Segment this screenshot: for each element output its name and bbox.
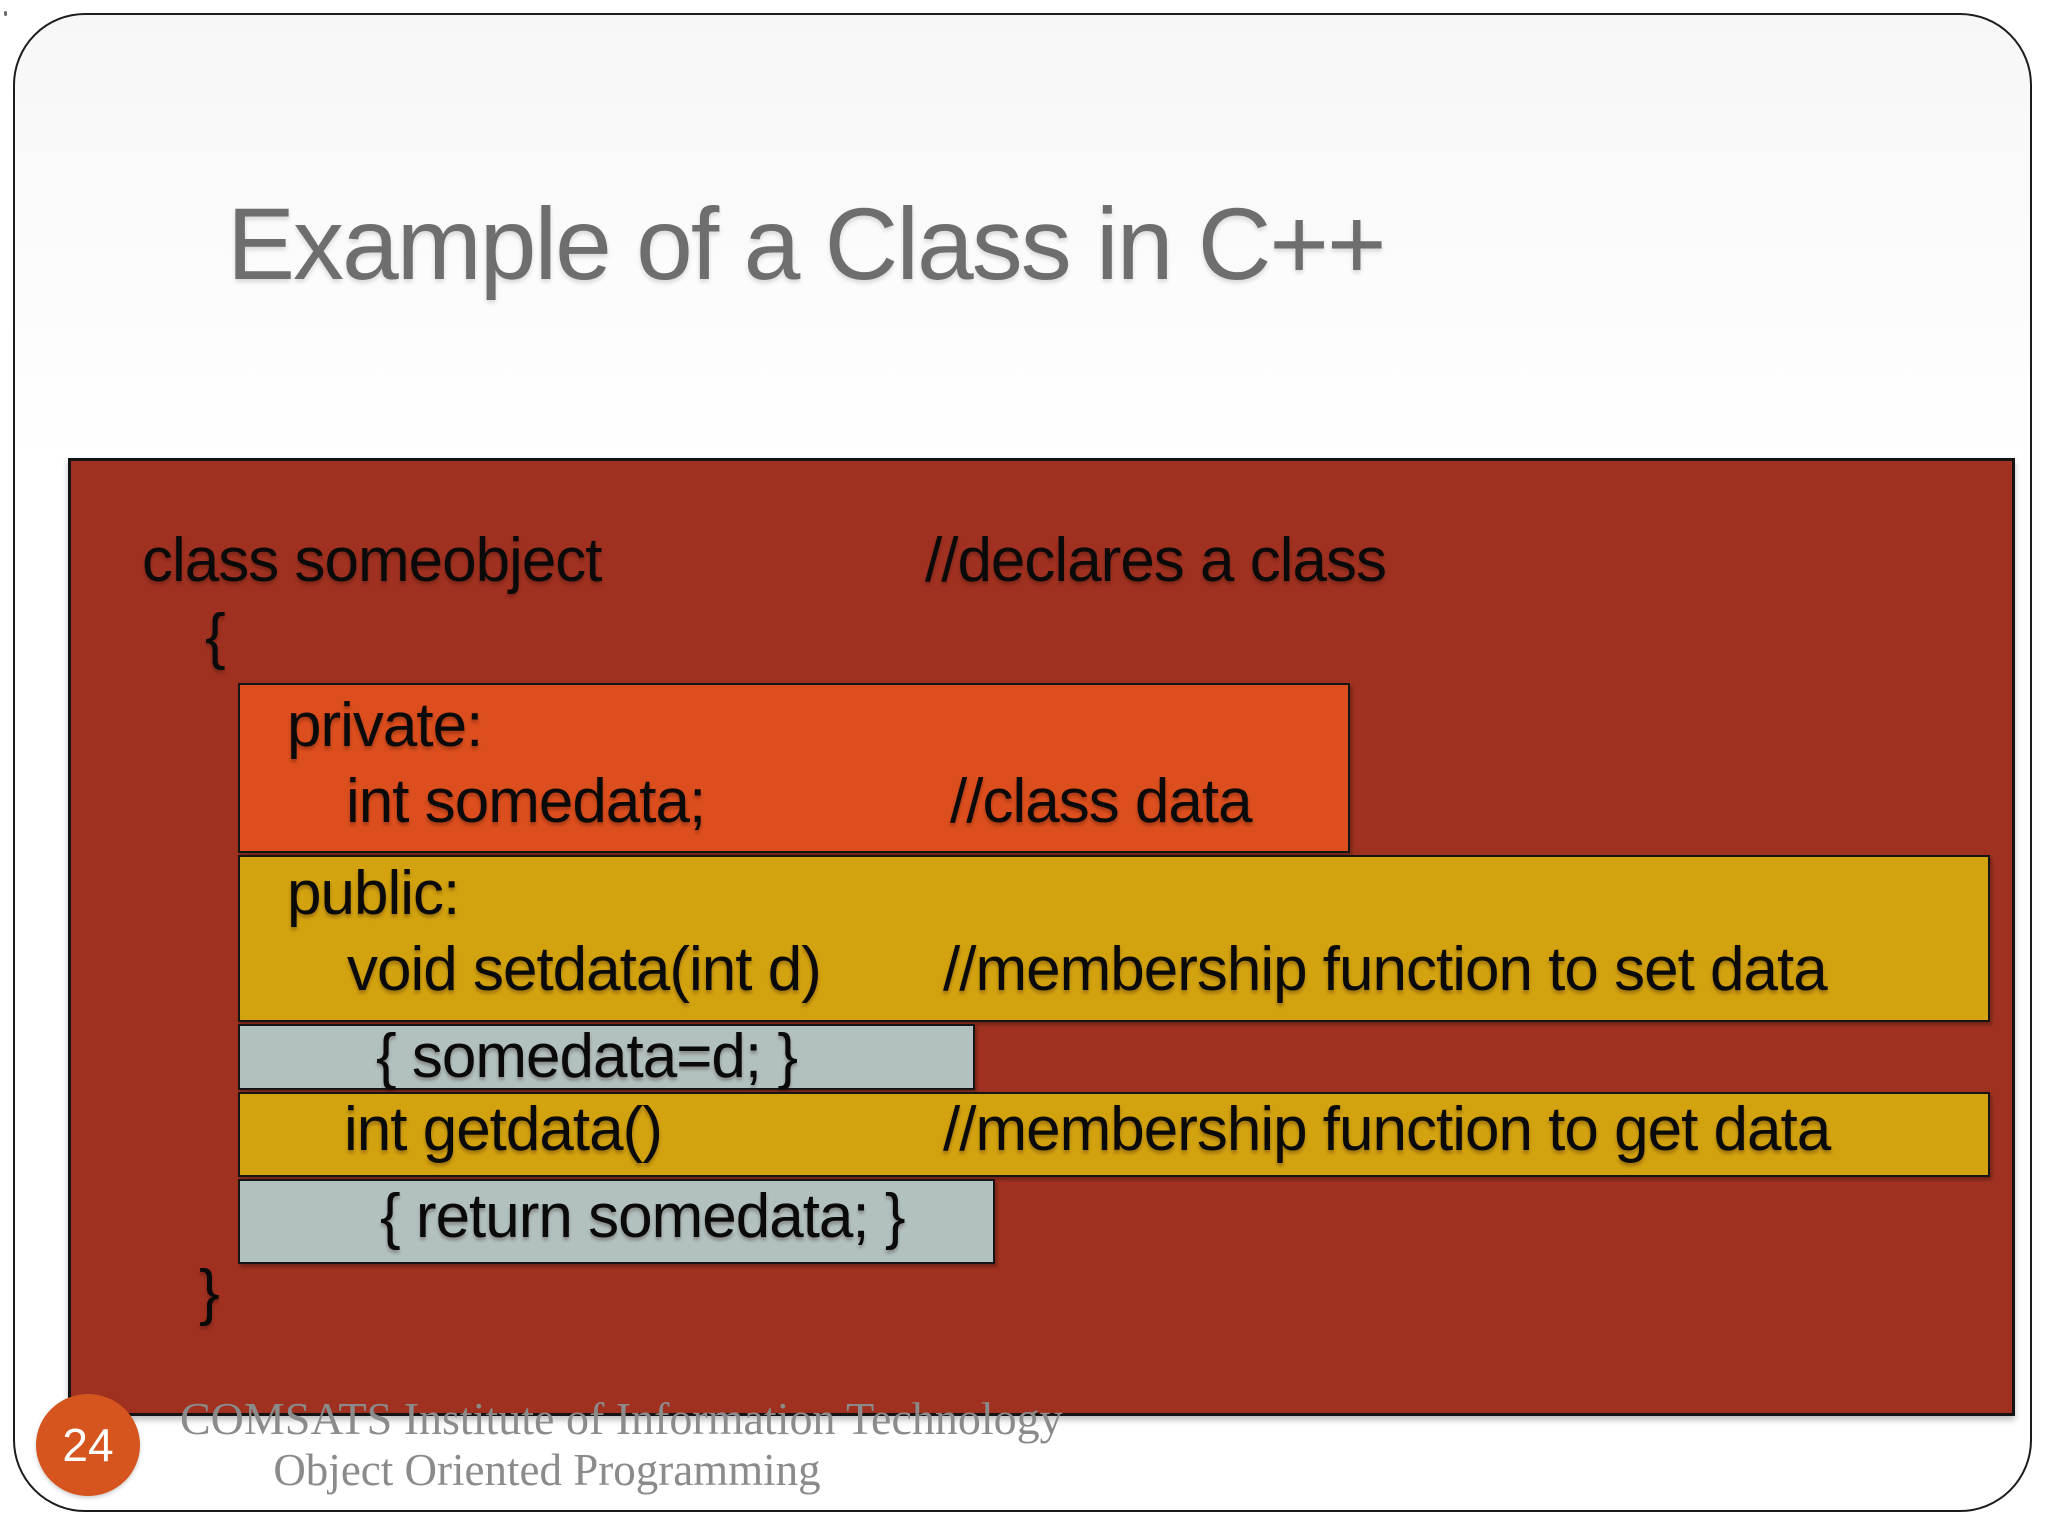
code-line-setdata-body: { somedata=d; } — [376, 1022, 798, 1091]
code-open-brace: { — [205, 602, 226, 671]
code-line-somedata: int somedata; — [346, 767, 706, 836]
private-label: private: — [287, 691, 483, 760]
page-number: 24 — [62, 1419, 114, 1471]
setdata-body-box: { somedata=d; } — [238, 1022, 975, 1091]
footer-course: Object Oriented Programming — [273, 1445, 821, 1495]
public-section-box: public: void setdata(int d) //membership… — [238, 855, 1990, 1022]
comment-declares-class: //declares a class — [925, 526, 1387, 595]
comment-get-data: //membership function to get data — [943, 1095, 1831, 1164]
code-line-getdata: int getdata() — [344, 1095, 663, 1164]
public-label: public: — [287, 859, 460, 928]
getdata-line-box: int getdata() //membership function to g… — [238, 1092, 1990, 1177]
private-section-box: private: int somedata; //class data — [238, 683, 1350, 853]
page-number-badge: 24 — [36, 1394, 140, 1496]
comment-set-data: //membership function to set data — [943, 935, 1828, 1004]
comment-class-data: //class data — [950, 767, 1253, 836]
code-close-brace: } — [199, 1258, 220, 1327]
getdata-body-box: { return somedata; } — [238, 1179, 995, 1264]
code-line-class-declaration: class someobject — [142, 526, 603, 595]
code-line-setdata: void setdata(int d) — [347, 935, 822, 1004]
footer-institute: COMSATS Institute of Information Technol… — [180, 1393, 1063, 1444]
corner-speck — [4, 11, 7, 16]
code-line-getdata-body: { return somedata; } — [380, 1182, 906, 1251]
slide-title: Example of a Class in C++ — [227, 187, 1387, 301]
